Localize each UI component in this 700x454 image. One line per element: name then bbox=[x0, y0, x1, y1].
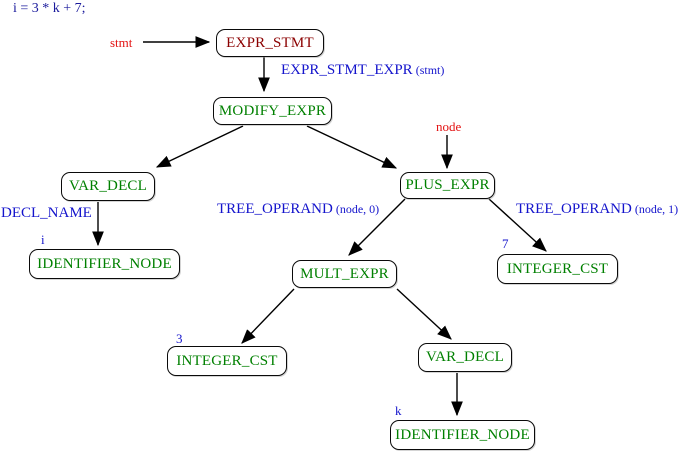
pointer-label-node: node bbox=[436, 119, 462, 134]
source-code-line: i = 3 * k + 7; bbox=[13, 1, 86, 16]
node-var-decl-i-label: VAR_DECL bbox=[69, 178, 147, 194]
node-identifier-node-k-label: IDENTIFIER_NODE bbox=[395, 426, 530, 443]
edge-label-tree-operand-0: TREE_OPERAND(node, 0) bbox=[217, 201, 379, 218]
node-expr-stmt: EXPR_STMT bbox=[216, 29, 324, 57]
node-identifier-node-k: IDENTIFIER_NODE bbox=[390, 420, 535, 450]
edge-plus-expr-to-integer-cst-7 bbox=[488, 198, 547, 252]
value-label-k: k bbox=[395, 403, 402, 418]
value-label-3: 3 bbox=[176, 331, 183, 346]
edge-label-expr-stmt-expr-main: EXPR_STMT_EXPR bbox=[281, 62, 413, 78]
edge-label-tree-operand-1-main: TREE_OPERAND bbox=[516, 201, 632, 217]
node-plus-expr: PLUS_EXPR bbox=[400, 172, 495, 199]
node-var-decl-k: VAR_DECL bbox=[418, 343, 512, 372]
edge-label-decl-name: DECL_NAME bbox=[1, 205, 92, 222]
node-integer-cst-3-label: INTEGER_CST bbox=[176, 352, 278, 369]
node-integer-cst-3: INTEGER_CST bbox=[167, 346, 287, 376]
edge-plus-expr-to-mult-expr bbox=[348, 198, 406, 256]
node-mult-expr-label: MULT_EXPR bbox=[300, 265, 389, 282]
node-identifier-node-i-label: IDENTIFIER_NODE bbox=[37, 255, 172, 272]
pointer-label-stmt: stmt bbox=[110, 35, 133, 50]
edge-label-expr-stmt-expr: EXPR_STMT_EXPR(stmt) bbox=[281, 62, 444, 79]
value-label-7: 7 bbox=[502, 236, 509, 251]
node-var-decl-i: VAR_DECL bbox=[61, 172, 155, 201]
edge-label-tree-operand-0-main: TREE_OPERAND bbox=[217, 201, 333, 217]
edge-label-tree-operand-1-paren: (node, 1) bbox=[634, 202, 679, 216]
node-var-decl-k-label: VAR_DECL bbox=[426, 349, 504, 365]
edge-modify-expr-to-plus-expr bbox=[306, 125, 398, 169]
node-expr-stmt-label: EXPR_STMT bbox=[226, 34, 314, 51]
node-modify-expr: MODIFY_EXPR bbox=[213, 97, 332, 125]
node-integer-cst-7: INTEGER_CST bbox=[497, 254, 618, 284]
node-mult-expr: MULT_EXPR bbox=[292, 260, 397, 288]
node-plus-expr-label: PLUS_EXPR bbox=[405, 177, 490, 193]
edge-label-expr-stmt-expr-paren: (stmt) bbox=[415, 63, 445, 77]
edge-mult-expr-to-var-decl-k bbox=[396, 288, 452, 340]
edge-mult-expr-to-integer-cst-3 bbox=[241, 288, 295, 344]
node-integer-cst-7-label: INTEGER_CST bbox=[506, 260, 609, 277]
value-label-i: i bbox=[41, 232, 45, 247]
node-identifier-node-i: IDENTIFIER_NODE bbox=[29, 249, 180, 279]
edge-label-decl-name-main: DECL_NAME bbox=[1, 205, 92, 221]
node-modify-expr-label: MODIFY_EXPR bbox=[218, 102, 327, 119]
edge-label-tree-operand-1: TREE_OPERAND(node, 1) bbox=[516, 201, 678, 218]
edge-label-tree-operand-0-paren: (node, 0) bbox=[335, 202, 380, 216]
edge-modify-expr-to-var-decl bbox=[155, 125, 244, 168]
